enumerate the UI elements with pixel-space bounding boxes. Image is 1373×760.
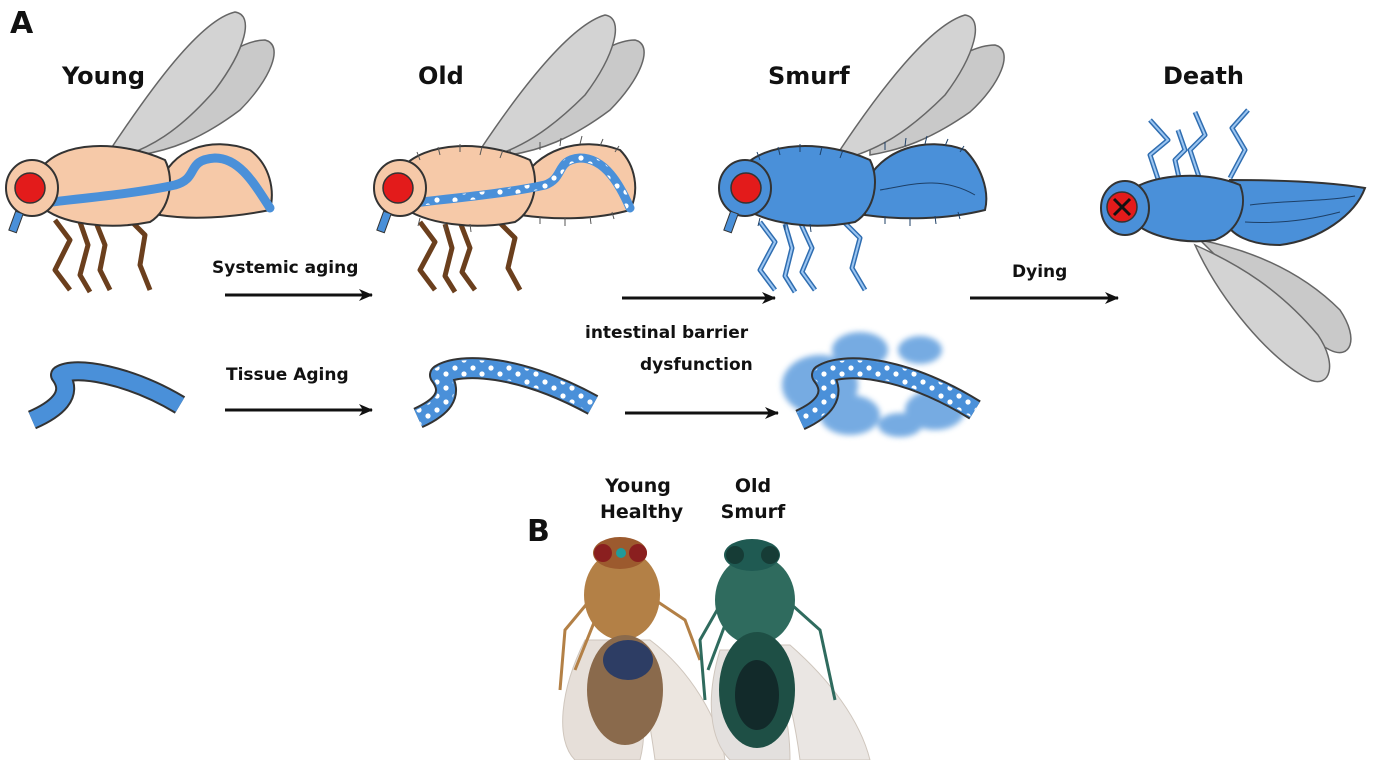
smurf-eye bbox=[731, 173, 761, 203]
label-systemic-aging: Systemic aging bbox=[212, 258, 358, 278]
photo-label-old: Old Smurf bbox=[720, 473, 786, 525]
panel-label-a: A bbox=[10, 6, 33, 41]
old-eye bbox=[383, 173, 413, 203]
photo-old-smurf bbox=[700, 539, 870, 760]
stage-title-old: Old bbox=[418, 62, 464, 90]
young-legs bbox=[55, 215, 150, 292]
smurf-legs bbox=[760, 218, 865, 292]
photo-label-young-line1: Young bbox=[600, 473, 676, 499]
photo-label-old-line1: Old bbox=[720, 473, 786, 499]
gut-young bbox=[32, 371, 180, 420]
stage-title-death: Death bbox=[1163, 62, 1244, 90]
smurf-fly bbox=[719, 15, 1004, 292]
photo-label-young-line2: Healthy bbox=[600, 499, 676, 525]
old-fly bbox=[374, 15, 644, 292]
young-eye bbox=[15, 173, 45, 203]
stage-title-young: Young bbox=[62, 62, 145, 90]
old-proboscis bbox=[377, 211, 391, 233]
dead-abdomen bbox=[1225, 180, 1365, 245]
panel-label-b: B bbox=[527, 514, 550, 549]
young-proboscis bbox=[9, 211, 23, 233]
young-fly bbox=[6, 12, 274, 292]
photo-flies bbox=[560, 537, 870, 760]
label-barrier-line1: intestinal barrier bbox=[585, 323, 748, 343]
stage-title-smurf: Smurf bbox=[768, 62, 850, 90]
old-legs bbox=[420, 218, 520, 292]
label-barrier-line2: dysfunction bbox=[640, 355, 753, 375]
dead-fly bbox=[1101, 110, 1365, 382]
gut-smurf bbox=[782, 332, 975, 437]
photo-label-old-line2: Smurf bbox=[720, 499, 786, 525]
label-dying: Dying bbox=[1012, 262, 1067, 282]
photo-label-young: Young Healthy bbox=[600, 473, 676, 525]
smurf-abdomen bbox=[865, 144, 986, 218]
smurf-proboscis bbox=[724, 211, 738, 233]
label-tissue-aging: Tissue Aging bbox=[226, 365, 349, 385]
gut-old bbox=[418, 368, 593, 418]
arrows bbox=[225, 295, 1118, 413]
